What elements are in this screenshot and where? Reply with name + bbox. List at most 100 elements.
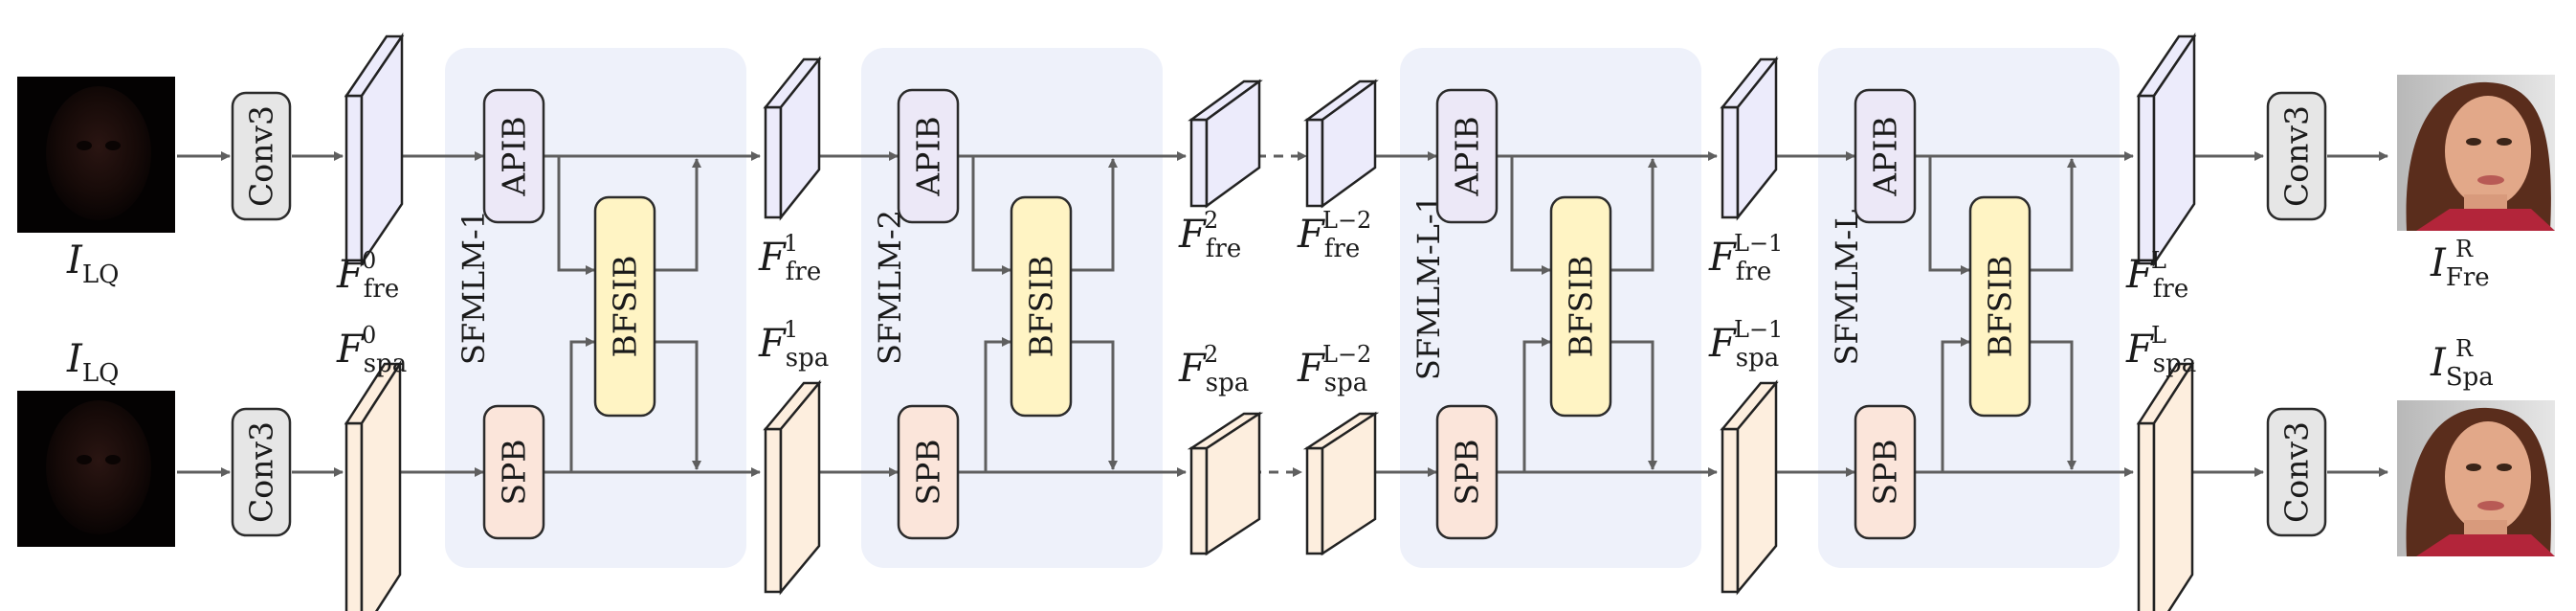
feature-label-spa-3: FspaL−2 [1297, 341, 1371, 397]
input-label-bottom-sub: LQ [82, 359, 120, 388]
output-label-bottom-sup: R [2455, 335, 2474, 362]
apib-label-4: APIB [1867, 116, 1904, 196]
conv3-output-top-rect [2266, 91, 2327, 221]
feature-label-fre-2-main: F [1178, 213, 1207, 257]
feature-label-spa-0: Fspa0 [336, 322, 407, 378]
feature-label-spa-3-sub: spa [1324, 369, 1368, 397]
module-label-3: SFMLM-L-1 [1410, 194, 1447, 380]
feature-cube-fre-4 [1720, 56, 1779, 221]
bfsib-box-4-rect [1968, 195, 2032, 418]
feature-cube-spa-3 [1302, 411, 1380, 556]
feature-label-spa-1: Fspa1 [758, 316, 829, 373]
feature-cube-fre-2 [1188, 79, 1263, 209]
wire-bfsib-top-2 [1611, 158, 1657, 272]
output-image-bottom [2397, 400, 2555, 556]
input-label-top: ILQ [66, 238, 119, 289]
feature-label-spa-0-sup: 0 [362, 322, 376, 349]
output-label-bottom-sub: Spa [2446, 363, 2494, 392]
input-label-top-main: I [66, 238, 83, 283]
feature-cube-spa-2 [1187, 411, 1264, 556]
output-label-bottom-main: I [2430, 341, 2447, 385]
spb-box-4: SPB [1854, 404, 1917, 540]
wire-apib-bfsib-0 [557, 156, 595, 275]
conv3-input-bottom-rect [231, 407, 292, 537]
wires-layer [177, 151, 2388, 477]
wire-bfsib-bottom-3 [2031, 340, 2076, 470]
feature-label-spa-1-sup: 1 [784, 316, 798, 343]
feature-label-fre-5-main: F [2125, 253, 2154, 297]
feature-label-spa-4-sub: spa [1736, 344, 1780, 373]
apib-box-3: APIB [1435, 88, 1499, 224]
wire-bfsib-top-1 [1072, 158, 1118, 272]
conv3-input-bottom: Conv3 [231, 407, 292, 537]
bfsib-label-4: BFSIB [1982, 255, 2019, 357]
bfsib-box-3-rect [1549, 195, 1612, 418]
bfsib-box-1-rect [593, 195, 656, 418]
apib-box-1-rect [482, 88, 545, 224]
conv3-output-bottom-rect [2266, 407, 2327, 537]
bfsib-box-4: BFSIB [1968, 195, 2032, 418]
feature-label-spa-0-main: F [336, 328, 365, 372]
input-label-bottom: ILQ [66, 337, 119, 388]
spb-box-2-rect [897, 404, 960, 540]
apib-box-2: APIB [897, 88, 960, 224]
apib-box-2-rect [897, 88, 960, 224]
feature-label-fre-2-sup: 2 [1204, 207, 1218, 234]
feature-label-spa-2: Fspa2 [1178, 341, 1249, 397]
conv3-output-top-label: Conv3 [2278, 105, 2316, 207]
apib-box-4: APIB [1854, 88, 1917, 224]
input-image-bottom [17, 391, 175, 547]
conv3-output-bottom-label: Conv3 [2278, 421, 2316, 523]
wire-bfsib-top-3 [2031, 158, 2076, 272]
output-label-top: IFreR [2430, 236, 2490, 292]
feature-label-fre-1-sup: 1 [784, 230, 798, 257]
conv3-input-top-rect [231, 91, 292, 221]
feature-cube-fre-1 [763, 56, 822, 221]
output-image-top [2397, 75, 2555, 231]
bfsib-box-2: BFSIB [1010, 195, 1073, 418]
bfsib-box-3: BFSIB [1549, 195, 1612, 418]
feature-label-spa-4-main: F [1708, 322, 1737, 366]
spb-label-2: SPB [910, 439, 947, 505]
output-label-bottom: ISpaR [2430, 335, 2494, 392]
feature-label-spa-2-main: F [1178, 347, 1207, 391]
feature-cube-fre-0 [344, 32, 405, 268]
feature-label-spa-3-main: F [1297, 347, 1325, 391]
input-image-top [17, 77, 175, 233]
wire-spb-bfsib-1 [984, 337, 1011, 472]
output-label-top-sup: R [2455, 236, 2474, 262]
module-label-2: SFMLM-2 [872, 210, 908, 365]
images-layer [17, 75, 2555, 556]
conv3-input-top-label: Conv3 [243, 105, 280, 207]
feature-label-spa-1-sub: spa [786, 344, 830, 373]
wire-apib-bfsib-2 [1510, 156, 1551, 275]
spb-box-3: SPB [1435, 404, 1499, 540]
feature-label-spa-4: FspaL−1 [1708, 316, 1783, 373]
feature-cube-fre-3 [1303, 79, 1379, 209]
wire-bfsib-bottom-1 [1072, 340, 1118, 470]
wire-apib-bfsib-3 [1928, 156, 1970, 275]
feature-label-fre-4-main: F [1708, 236, 1737, 280]
feature-label-fre-4-sup: L−1 [1734, 230, 1783, 257]
wire-spb-bfsib-2 [1522, 337, 1551, 472]
wire-bfsib-bottom-0 [655, 340, 701, 470]
feature-label-fre-1-main: F [758, 236, 787, 280]
apib-label-1: APIB [496, 116, 533, 196]
boxes-layer: Conv3Conv3Conv3Conv3APIBSPBBFSIBAPIBSPBB… [231, 88, 2327, 540]
feature-label-fre-3: FfreL−2 [1297, 207, 1371, 263]
spb-box-1-rect [482, 404, 545, 540]
feature-label-fre-1-sub: fre [786, 258, 821, 286]
wire-bfsib-top-0 [655, 158, 701, 272]
feature-label-spa-4-sup: L−1 [1734, 316, 1783, 343]
apib-label-2: APIB [910, 116, 947, 196]
wire-spb-bfsib-3 [1941, 337, 1970, 472]
feature-label-fre-0-main: F [336, 253, 365, 297]
bfsib-label-2: BFSIB [1023, 255, 1060, 357]
apib-box-1: APIB [482, 88, 545, 224]
apib-label-3: APIB [1449, 116, 1486, 196]
spb-label-4: SPB [1867, 439, 1904, 505]
feature-label-spa-0-sub: spa [364, 350, 408, 378]
feature-label-spa-2-sub: spa [1206, 369, 1250, 397]
feature-label-fre-2: Ffre2 [1178, 207, 1241, 263]
